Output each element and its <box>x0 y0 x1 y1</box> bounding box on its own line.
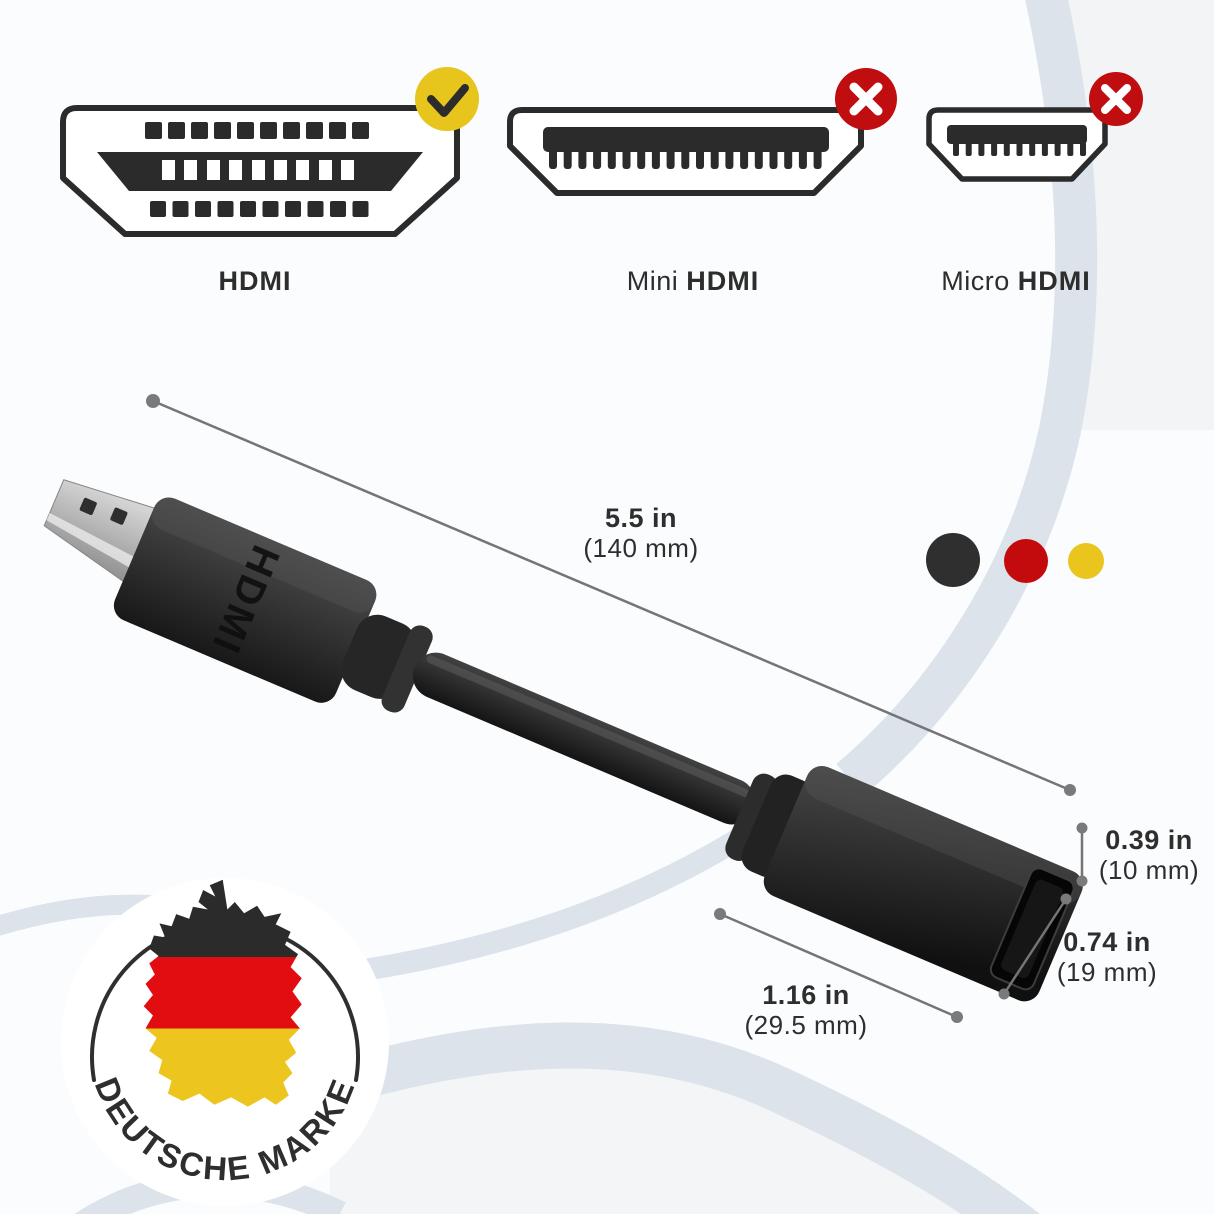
x-icon-mini <box>835 68 897 130</box>
female-connector <box>763 765 1083 1002</box>
connector-length-value: 1.16 in <box>762 980 850 1010</box>
background-arc-bottom <box>323 1022 1041 1214</box>
germany-map <box>143 879 302 1107</box>
micro-hdmi-label-prefix: Micro <box>941 266 1018 296</box>
hdmi-label: HDMI <box>219 266 292 297</box>
dimension-line-height <box>1076 822 1088 887</box>
mini-hdmi-label-bold: HDMI <box>686 266 760 296</box>
height-dimension: 0.39 in (10 mm) <box>1099 825 1199 885</box>
cable-collar <box>381 625 433 713</box>
connector-length-metric: (29.5 mm) <box>744 1010 868 1040</box>
strain-relief-2 <box>741 774 813 878</box>
male-connector: HDMI <box>113 497 377 703</box>
micro-hdmi-label-bold: HDMI <box>1017 266 1091 296</box>
check-icon <box>415 67 479 131</box>
flag-dot-red <box>1004 539 1048 583</box>
background-bottom-fill <box>330 1045 1002 1214</box>
mini-hdmi-label-prefix: Mini <box>626 266 687 296</box>
connector-length-dimension: 1.16 in (29.5 mm) <box>745 980 868 1040</box>
flag-dots <box>926 533 1104 587</box>
x-icon-micro <box>1089 72 1143 126</box>
dimension-line-connector <box>714 908 963 1023</box>
dimension-line-length <box>146 394 1076 796</box>
depth-dimension: 0.74 in (19 mm) <box>1057 927 1157 987</box>
mini-hdmi-icon <box>507 68 897 196</box>
germany-badge: DEUTSCHE MARKE <box>61 878 389 1206</box>
depth-metric: (19 mm) <box>1056 957 1158 987</box>
micro-hdmi-label: Micro HDMI <box>941 266 1091 297</box>
mini-hdmi-label: Mini HDMI <box>627 266 760 297</box>
height-metric: (10 mm) <box>1098 855 1200 885</box>
cable <box>412 652 756 825</box>
adapter-photo: HDMI <box>43 479 1083 1002</box>
cable-collar-2 <box>725 773 778 861</box>
flag-dot-gold <box>1068 543 1104 579</box>
dimension-lines <box>146 394 1088 1023</box>
dimension-line-depth <box>998 893 1072 1000</box>
connector-icons <box>60 67 1143 237</box>
hdmi-label-bold: HDMI <box>218 266 292 296</box>
length-dimension: 5.5 in (140 mm) <box>583 503 698 563</box>
depth-value: 0.74 in <box>1063 927 1151 957</box>
micro-hdmi-icon <box>926 72 1143 182</box>
height-value: 0.39 in <box>1105 825 1193 855</box>
hdmi-icon <box>60 67 479 237</box>
length-value: 5.5 in <box>604 503 678 533</box>
flag-dot-black <box>926 533 980 587</box>
length-metric: (140 mm) <box>583 533 699 563</box>
